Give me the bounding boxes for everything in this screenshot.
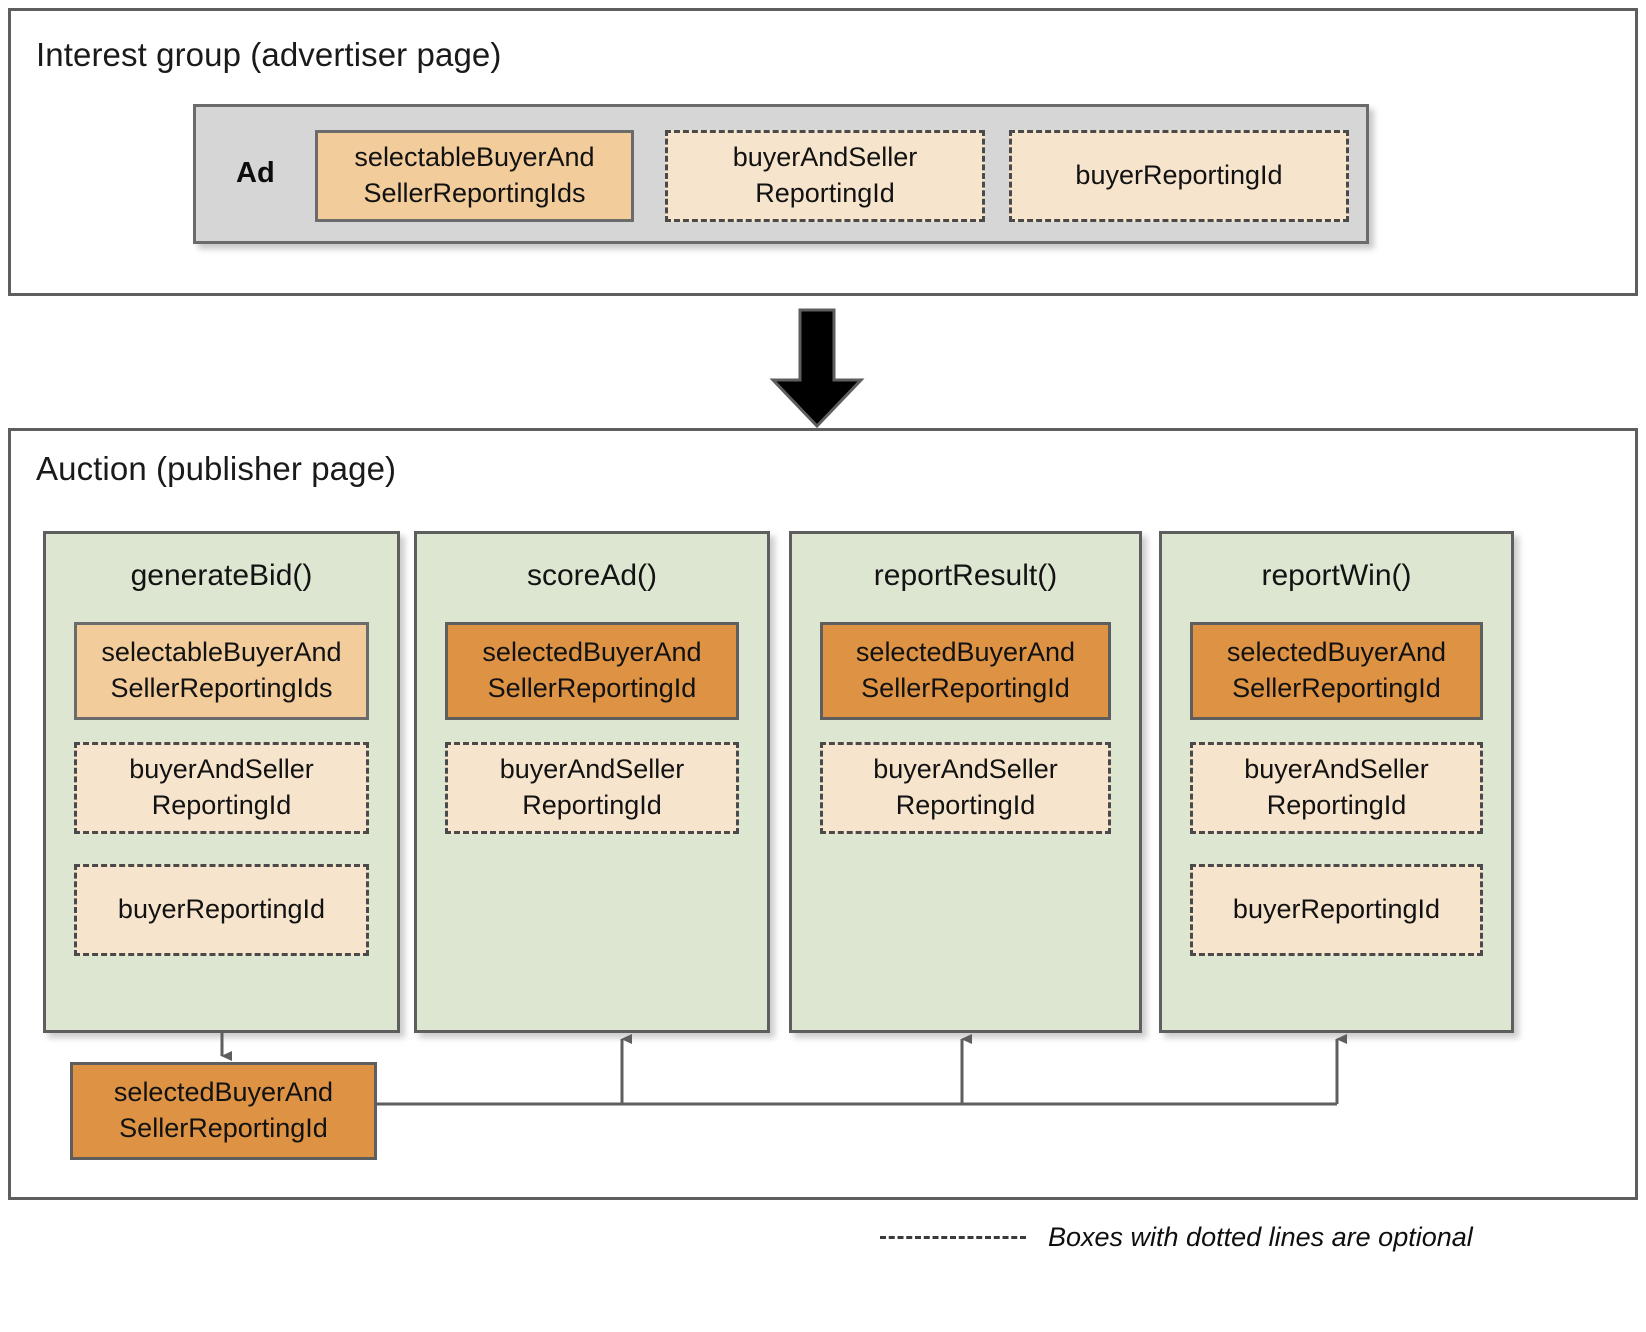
flow-down-arrow-icon: [769, 308, 865, 428]
function-box-generatebid: generateBid() selectableBuyerAnd SellerR…: [43, 531, 400, 1033]
auction-title: Auction (publisher page): [36, 450, 397, 487]
chip-buyer-reporting-id: buyerReportingId: [74, 864, 369, 956]
chip-buyer-reporting-id: buyerReportingId: [1190, 864, 1483, 956]
legend: Boxes with dotted lines are optional: [880, 1222, 1473, 1253]
chip-selectable-buyer-and-seller-reporting-ids: selectableBuyerAnd SellerReportingIds: [315, 130, 634, 222]
legend-dashed-line-icon: [880, 1236, 1026, 1239]
function-name-reportwin: reportWin(): [1261, 559, 1412, 592]
function-name-reportresult: reportResult(): [873, 559, 1058, 592]
chip-buyer-and-seller-reporting-id: buyerAndSeller ReportingId: [74, 742, 369, 834]
chip-buyer-reporting-id: buyerReportingId: [1009, 130, 1349, 222]
legend-label: Boxes with dotted lines are optional: [1048, 1222, 1473, 1252]
chip-buyer-and-seller-reporting-id: buyerAndSeller ReportingId: [665, 130, 985, 222]
chip-selected-buyer-and-seller-reporting-id: selectedBuyerAnd SellerReportingId: [1190, 622, 1483, 720]
chip-selected-buyer-and-seller-reporting-id: selectedBuyerAnd SellerReportingId: [445, 622, 739, 720]
chip-selectable-buyer-and-seller-reporting-ids: selectableBuyerAnd SellerReportingIds: [74, 622, 369, 720]
ad-label: Ad: [236, 157, 275, 189]
function-name-generatebid: generateBid(): [130, 559, 313, 592]
chip-buyer-and-seller-reporting-id: buyerAndSeller ReportingId: [445, 742, 739, 834]
function-box-reportresult: reportResult() selectedBuyerAnd SellerRe…: [789, 531, 1142, 1033]
interest-group-title: Interest group (advertiser page): [36, 36, 502, 73]
chip-buyer-and-seller-reporting-id: buyerAndSeller ReportingId: [1190, 742, 1483, 834]
function-box-scoread: scoreAd() selectedBuyerAnd SellerReporti…: [414, 531, 770, 1033]
chip-selected-buyer-and-seller-reporting-id: selectedBuyerAnd SellerReportingId: [820, 622, 1111, 720]
ad-container: Ad selectableBuyerAnd SellerReportingIds…: [193, 104, 1369, 244]
chip-buyer-and-seller-reporting-id: buyerAndSeller ReportingId: [820, 742, 1111, 834]
function-box-reportwin: reportWin() selectedBuyerAnd SellerRepor…: [1159, 531, 1514, 1033]
node-selected-buyer-and-seller-reporting-id: selectedBuyerAnd SellerReportingId: [70, 1062, 377, 1160]
function-name-scoread: scoreAd(): [526, 559, 658, 592]
